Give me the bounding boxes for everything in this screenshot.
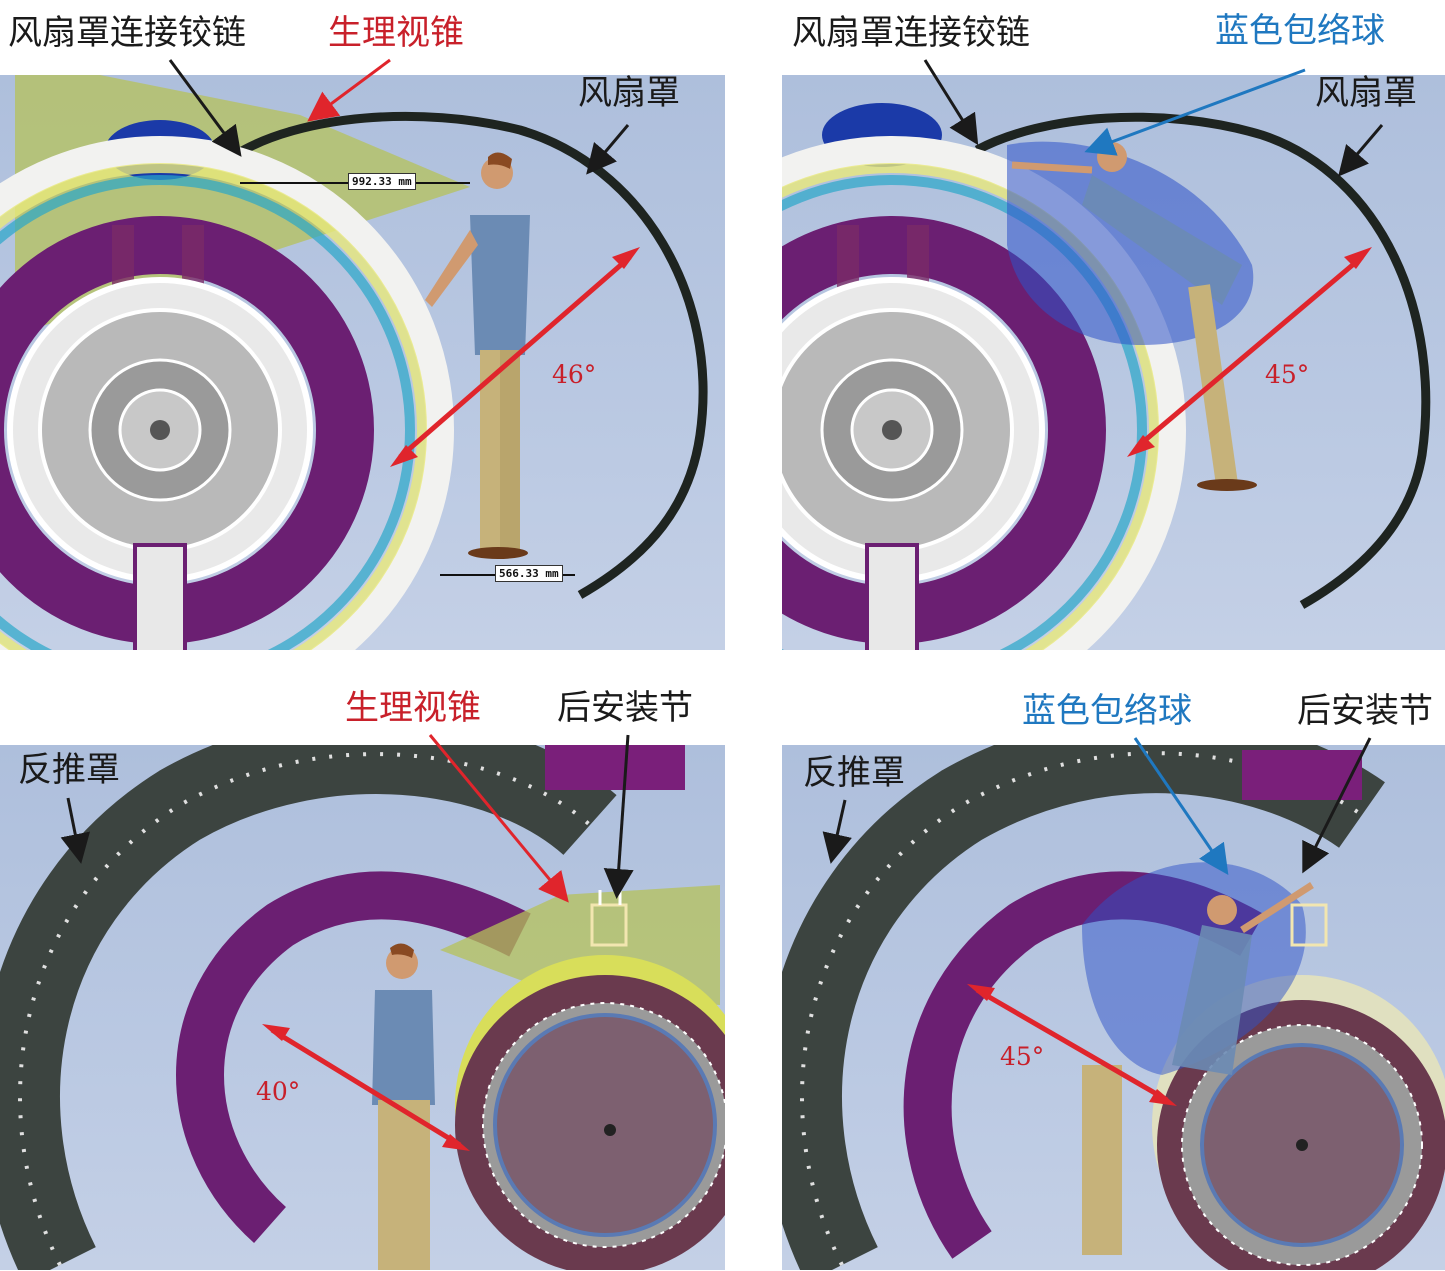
angle-label: 45° <box>1265 360 1310 389</box>
blue-envelope-sphere-label: 蓝色包络球 <box>1022 691 1192 731</box>
blue-envelope-sphere-label: 蓝色包络球 <box>1215 11 1385 51</box>
engine-scene-top-left <box>0 75 708 650</box>
aft-mount-label: 后安装节 <box>557 688 693 728</box>
aft-mount-label: 后安装节 <box>1297 691 1433 731</box>
human-figure-icon <box>1082 882 1314 1255</box>
thrust-reverser-label: 反推罩 <box>803 753 905 793</box>
fan-cowl-label: 风扇罩 <box>578 73 680 113</box>
engine-scene-bottom-right <box>782 745 1445 1270</box>
physiological-vision-cone-label: 生理视锥 <box>328 13 464 53</box>
physiological-vision-cone-label: 生理视锥 <box>345 688 481 728</box>
foot-distance-readout: 566.33 mm <box>495 565 563 582</box>
angle-label-bottom-right: 45° <box>1000 1042 1045 1071</box>
eye-distance-readout: 992.33 mm <box>348 173 416 190</box>
angle-label: 40° <box>256 1077 301 1106</box>
engine-scene-bottom-left <box>0 745 725 1270</box>
panel-top-right: 45° <box>782 75 1445 650</box>
double-arrow-icon <box>262 1024 470 1151</box>
nacelle-outer-ring <box>0 136 454 650</box>
panel-top-left: 992.33 mm 566.33 mm 46° <box>0 75 725 650</box>
mount-structure <box>1290 903 1328 947</box>
thrust-reverser-label: 反推罩 <box>18 750 120 790</box>
fan-cowl-label: 风扇罩 <box>1315 73 1417 113</box>
double-arrow-icon <box>967 984 1177 1106</box>
panel-bottom-right <box>782 745 1445 1270</box>
angle-label: 46° <box>552 360 597 389</box>
fan-cowl-hinge-label: 风扇罩连接铰链 <box>792 13 1030 53</box>
panel-bottom-left: 40° <box>0 745 725 1270</box>
human-figure-icon <box>372 943 435 1270</box>
double-arrow-icon <box>390 247 640 467</box>
double-arrow-icon <box>1127 247 1372 457</box>
engine-scene-top-right <box>782 103 1431 650</box>
fan-cowl-hinge-label: 风扇罩连接铰链 <box>8 13 246 53</box>
human-figure-icon <box>425 152 530 559</box>
